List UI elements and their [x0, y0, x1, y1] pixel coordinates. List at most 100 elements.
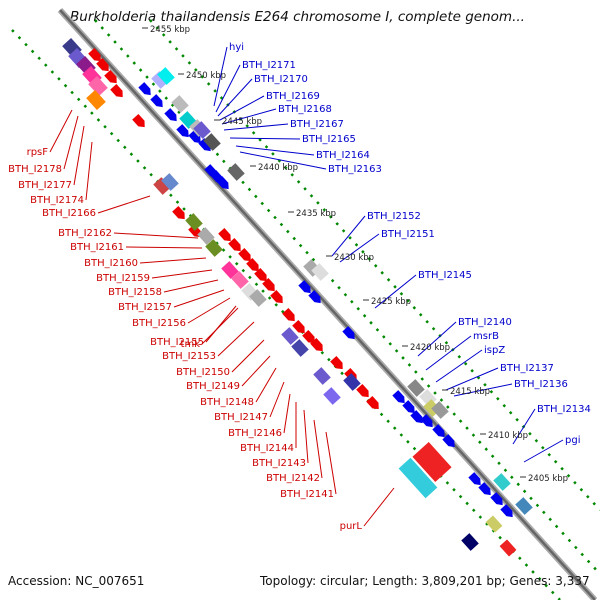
- tick-label: 2410 kbp: [488, 431, 528, 441]
- reverse-gene-labels: rpsFBTH_I2178BTH_I2177BTH_I2174BTH_I2166…: [8, 147, 362, 532]
- forward-gene-label: BTH_I2145: [418, 270, 472, 281]
- gene-arrow: [104, 69, 117, 84]
- forward-gene-label: BTH_I2151: [381, 229, 435, 240]
- forward-gene-label: ispZ: [484, 345, 505, 356]
- forward-gene-label: hyi: [229, 42, 244, 53]
- label-leader: [163, 279, 219, 293]
- reverse-gene-label: BTH_I2174: [30, 195, 84, 206]
- tick-label: 2455 kbp: [150, 25, 190, 35]
- gene-box: [515, 497, 533, 515]
- reverse-gene-label: BTH_I2178: [8, 164, 62, 175]
- label-leader: [217, 321, 255, 357]
- tick-label: 2435 kbp: [296, 209, 336, 219]
- tick-label: 2445 kbp: [222, 117, 262, 127]
- label-leader: [49, 109, 73, 153]
- forward-gene-label: BTH_I2170: [254, 74, 308, 85]
- label-leader: [113, 232, 199, 239]
- gene-arrow: [254, 267, 267, 282]
- gene-arrow: [402, 400, 415, 414]
- reverse-gene-label: BTH_I2177: [18, 180, 72, 191]
- gene-arrow: [198, 138, 211, 152]
- gene-arrow: [292, 319, 305, 334]
- ruler-line: [94, 19, 600, 575]
- label-leader: [187, 297, 231, 324]
- gene-arrow: [442, 434, 455, 448]
- gene-arrow: [96, 57, 109, 72]
- gene-box: [407, 379, 425, 397]
- label-leader: [139, 257, 207, 264]
- gene-arrow: [366, 395, 379, 410]
- gene-arrow: [176, 124, 189, 138]
- gene-arrow: [238, 247, 251, 262]
- gene-box: [493, 473, 511, 491]
- reverse-gene-label: BTH_I2162: [58, 228, 112, 239]
- tick-label: 2415 kbp: [450, 387, 490, 397]
- reverse-gene-label: BTH_I2159: [96, 273, 150, 284]
- label-leader: [313, 419, 323, 479]
- gene-arrow: [132, 113, 145, 128]
- reverse-gene-label: purL: [340, 521, 363, 532]
- forward-gene-label: BTH_I2140: [458, 317, 512, 328]
- gene-arrow: [246, 257, 259, 272]
- label-leader: [303, 409, 309, 464]
- label-leader: [205, 305, 237, 343]
- gene-arrow: [356, 383, 369, 398]
- label-leader: [417, 321, 457, 357]
- gene-box: [203, 133, 221, 151]
- label-leader: [453, 383, 513, 397]
- label-leader: [269, 381, 285, 418]
- reverse-gene-label: BTH_I2158: [108, 287, 162, 298]
- label-leader: [239, 151, 327, 170]
- label-leader: [512, 408, 536, 445]
- forward-gene-label: BTH_I2168: [278, 104, 332, 115]
- forward-gene-label: BTH_I2171: [242, 60, 296, 71]
- tick-label: 2425 kbp: [371, 297, 411, 307]
- forward-gene-label: BTH_I2165: [302, 134, 356, 145]
- gene-arrow: [298, 280, 311, 294]
- gene-box: [499, 539, 517, 557]
- label-leader: [231, 339, 265, 373]
- label-leader: [223, 123, 289, 131]
- forward-gene-label: BTH_I2169: [266, 91, 320, 102]
- gene-arrow: [262, 277, 275, 292]
- gene-box: [249, 289, 267, 307]
- gene-arrow: [342, 326, 355, 340]
- gene-arrow: [310, 337, 323, 352]
- reverse-gene-label: BTH_I2143: [252, 458, 306, 469]
- forward-gene-labels: hyiBTH_I2171BTH_I2170BTH_I2169BTH_I2168B…: [229, 42, 591, 446]
- reverse-gene-label: BTH_I2149: [186, 381, 240, 392]
- accession-text: Accession: NC_007651: [8, 574, 145, 588]
- gene-arrow: [490, 492, 503, 506]
- gene-box: [205, 239, 223, 257]
- label-leader: [63, 115, 79, 170]
- forward-gene-label: BTH_I2163: [328, 164, 382, 175]
- gene-arrow: [164, 108, 177, 122]
- gene-box: [88, 76, 108, 96]
- gene-arrow: [392, 390, 405, 404]
- reverse-gene-label: BTH_I2160: [84, 258, 138, 269]
- gene-box: [86, 90, 106, 110]
- gene-box: [221, 261, 239, 279]
- reverse-gene-label: BTH_I2156: [132, 318, 186, 329]
- gene-arrow: [500, 504, 513, 518]
- genome-summary: Topology: circular; Length: 3,809,201 bp…: [260, 574, 590, 588]
- gene-arrow: [420, 414, 433, 428]
- gene-arrow: [218, 227, 231, 242]
- gene-arrow: [138, 82, 151, 96]
- gene-arrow: [270, 289, 283, 304]
- label-leader: [217, 78, 253, 117]
- gene-arrow: [216, 176, 229, 190]
- reverse-gene-label: BTH_I2148: [200, 397, 254, 408]
- gene-arrow: [330, 355, 343, 370]
- label-leader: [283, 393, 291, 434]
- reverse-gene-label: BTH_I2153: [162, 351, 216, 362]
- label-leader: [241, 355, 271, 387]
- label-leader: [221, 108, 277, 125]
- gene-box: [193, 121, 211, 139]
- forward-gene-label: pgi: [565, 435, 580, 446]
- label-leader: [229, 137, 301, 140]
- label-leader: [235, 145, 315, 156]
- forward-gene-label: BTH_I2136: [514, 379, 568, 390]
- gene-box: [153, 177, 171, 195]
